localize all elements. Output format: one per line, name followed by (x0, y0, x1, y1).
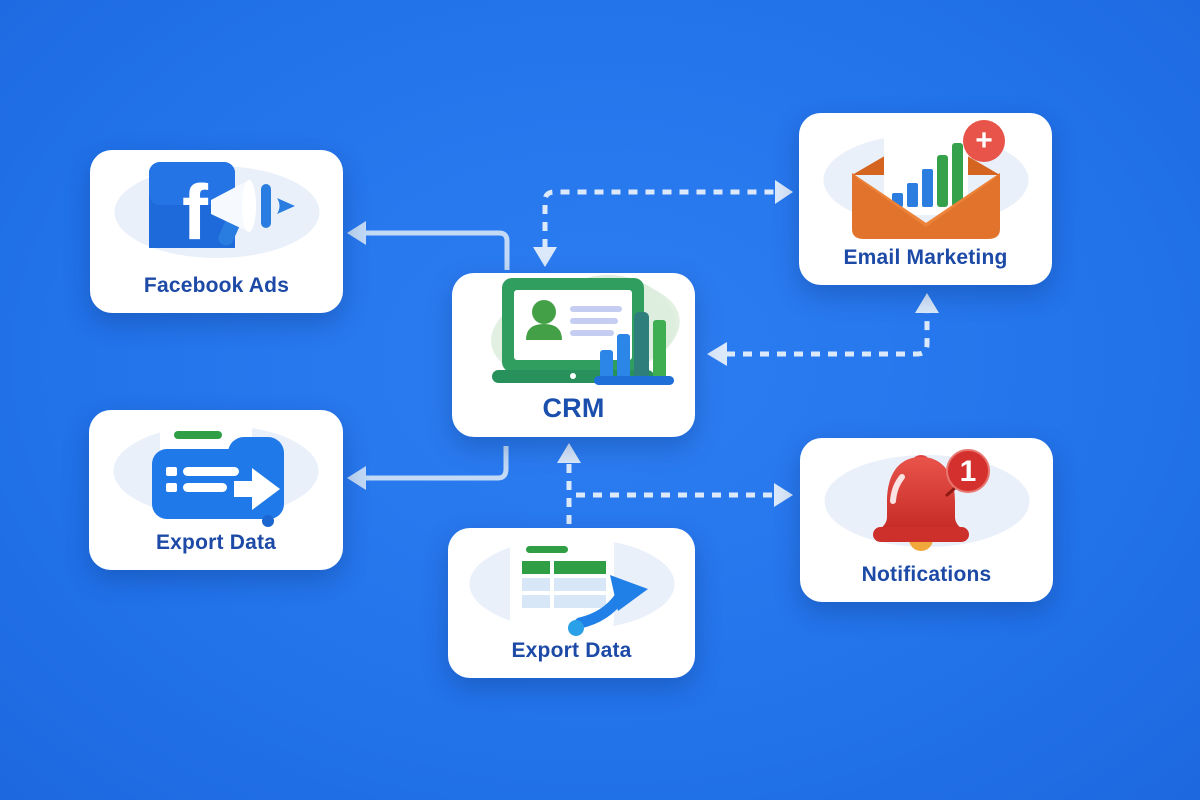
plus-badge: + (962, 119, 1005, 162)
node-label-email-marketing: Email Marketing (843, 246, 1008, 269)
envelope-front (851, 172, 1000, 239)
notifications-icon-area: 1 (800, 438, 1053, 563)
bell-body (872, 454, 969, 542)
facebook-letter: f (182, 168, 209, 256)
facebook-icon-area: f (90, 150, 343, 274)
node-label-export-data-left: Export Data (155, 531, 277, 554)
notification-badge: 1 (945, 448, 990, 493)
connector-email-crm-side (707, 293, 939, 366)
email-icon-area: + (799, 113, 1052, 246)
crm-bar-chart (593, 312, 674, 385)
bell-icon: 1 (872, 448, 990, 551)
node-label-facebook-ads: Facebook Ads (143, 274, 290, 297)
node-label-notifications: Notifications (861, 563, 992, 586)
report-paper (883, 120, 968, 215)
plus-badge-text: + (975, 124, 993, 157)
laptop-contact-chart-icon (491, 278, 674, 385)
laptop (491, 278, 654, 383)
node-facebook-ads[interactable]: f Facebook Ads (90, 150, 343, 313)
spreadsheet-export-icon (509, 534, 648, 636)
facebook-megaphone-icon: f (148, 162, 295, 256)
node-label-crm: CRM (542, 393, 605, 423)
node-export-data-bottom[interactable]: Export Data (448, 528, 695, 678)
node-label-export-data-bottom: Export Data (511, 639, 632, 662)
node-export-data-left[interactable]: Export Data (89, 410, 343, 570)
notification-badge-text: 1 (959, 455, 976, 488)
connector-export-notifications (576, 483, 793, 507)
folder-front (152, 436, 284, 527)
crm-icon-area (452, 262, 695, 394)
node-crm[interactable]: CRM (452, 262, 695, 437)
export-arrow (234, 467, 280, 510)
folder-export-icon (152, 418, 284, 527)
node-notifications[interactable]: 1 Notifications (800, 438, 1053, 602)
megaphone-icon (210, 180, 295, 246)
export-swoosh-arrow (567, 574, 648, 636)
spreadsheet (509, 534, 614, 631)
connector-crm-export-left (347, 446, 509, 490)
export-bottom-icon-area (448, 528, 695, 639)
node-email-marketing[interactable]: + Email Marketing (799, 113, 1052, 285)
connector-crm-email-top (533, 180, 793, 267)
contact-avatar (531, 300, 556, 324)
connector-crm-facebook (347, 221, 510, 270)
envelope-chart-icon: + (851, 119, 1005, 239)
connector-export-crm (557, 443, 581, 524)
export-left-icon-area (89, 410, 343, 531)
